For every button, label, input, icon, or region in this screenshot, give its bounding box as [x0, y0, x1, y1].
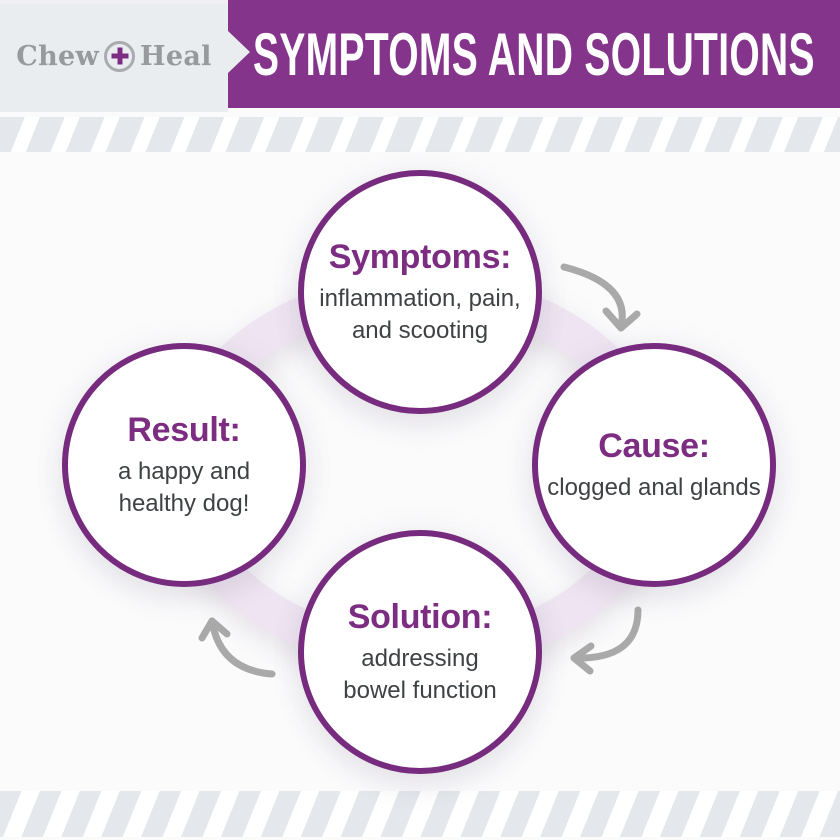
arrow-solution-to-result-icon — [198, 617, 276, 678]
node-result-body: a happy and healthy dog! — [117, 458, 251, 517]
plus-icon — [104, 40, 136, 72]
node-cause-body: clogged anal glands — [547, 473, 761, 501]
title-banner: SYMPTOMS AND SOLUTIONS — [228, 0, 840, 108]
node-solution-title: Solution: — [347, 598, 493, 637]
striped-divider-bottom — [0, 791, 840, 837]
node-symptoms: Symptoms: inflammation, pain, and scooti… — [298, 170, 542, 414]
arrow-cause-to-solution-icon — [570, 606, 642, 675]
banner-arrow-notch — [228, 31, 250, 73]
node-solution: Solution: addressing bowel function — [298, 530, 542, 774]
brand-name-left: Chew — [16, 40, 100, 72]
node-cause-title: Cause: — [598, 426, 710, 465]
arrow-symptoms-to-cause-icon — [560, 263, 641, 332]
page-title: SYMPTOMS AND SOLUTIONS — [253, 20, 815, 88]
node-solution-body: addressing bowel function — [343, 645, 497, 704]
brand-logo: Chew Heal — [0, 0, 228, 112]
node-result-title: Result: — [127, 411, 241, 450]
node-symptoms-body: inflammation, pain, and scooting — [319, 285, 521, 344]
node-cause: Cause: clogged anal glands — [532, 343, 776, 587]
brand-name-right: Heal — [140, 40, 212, 72]
striped-divider-top — [0, 117, 840, 152]
node-result: Result: a happy and healthy dog! — [62, 343, 306, 587]
node-symptoms-title: Symptoms: — [328, 238, 512, 277]
